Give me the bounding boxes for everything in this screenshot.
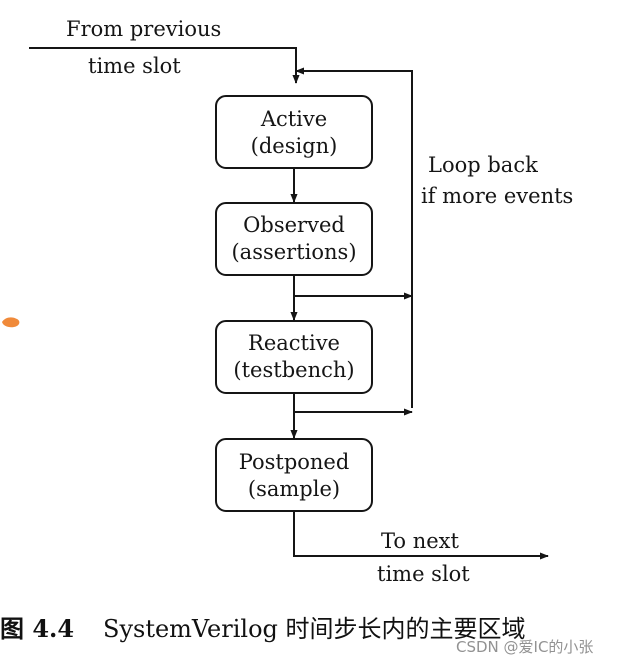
postponed-box: Postponed (sample) <box>215 438 373 512</box>
from-previous-label-line1: From previous <box>66 17 221 41</box>
to-next-label-line2: time slot <box>377 562 470 586</box>
from-previous-label-line2: time slot <box>88 54 181 78</box>
loop-back-label-line1: Loop back <box>428 153 538 177</box>
figure-number: 图 4.4 <box>0 614 75 643</box>
figure-title: SystemVerilog 时间步长内的主要区域 <box>103 615 526 643</box>
to-next-label-line1: To next <box>381 529 459 553</box>
figure-caption: 图 4.4 SystemVerilog 时间步长内的主要区域 <box>0 603 639 643</box>
active-box: Active (design) <box>215 95 373 169</box>
reactive-box-label: Reactive <box>248 331 340 355</box>
observed-box-sublabel: (assertions) <box>231 240 356 264</box>
postponed-box-label: Postponed <box>239 450 350 474</box>
postponed-box-sublabel: (sample) <box>248 477 340 501</box>
reactive-box-sublabel: (testbench) <box>233 358 354 382</box>
active-box-label: Active <box>260 107 327 131</box>
observed-box-label: Observed <box>243 213 345 237</box>
observed-box: Observed (assertions) <box>215 202 373 276</box>
loop-back-label-line2: if more events <box>421 184 573 208</box>
orange-mark <box>2 317 20 328</box>
to-next-arrow <box>293 511 549 560</box>
active-box-sublabel: (design) <box>251 134 338 158</box>
reactive-box: Reactive (testbench) <box>215 320 373 394</box>
watermark: CSDN @爱IC的小张 <box>456 638 594 656</box>
